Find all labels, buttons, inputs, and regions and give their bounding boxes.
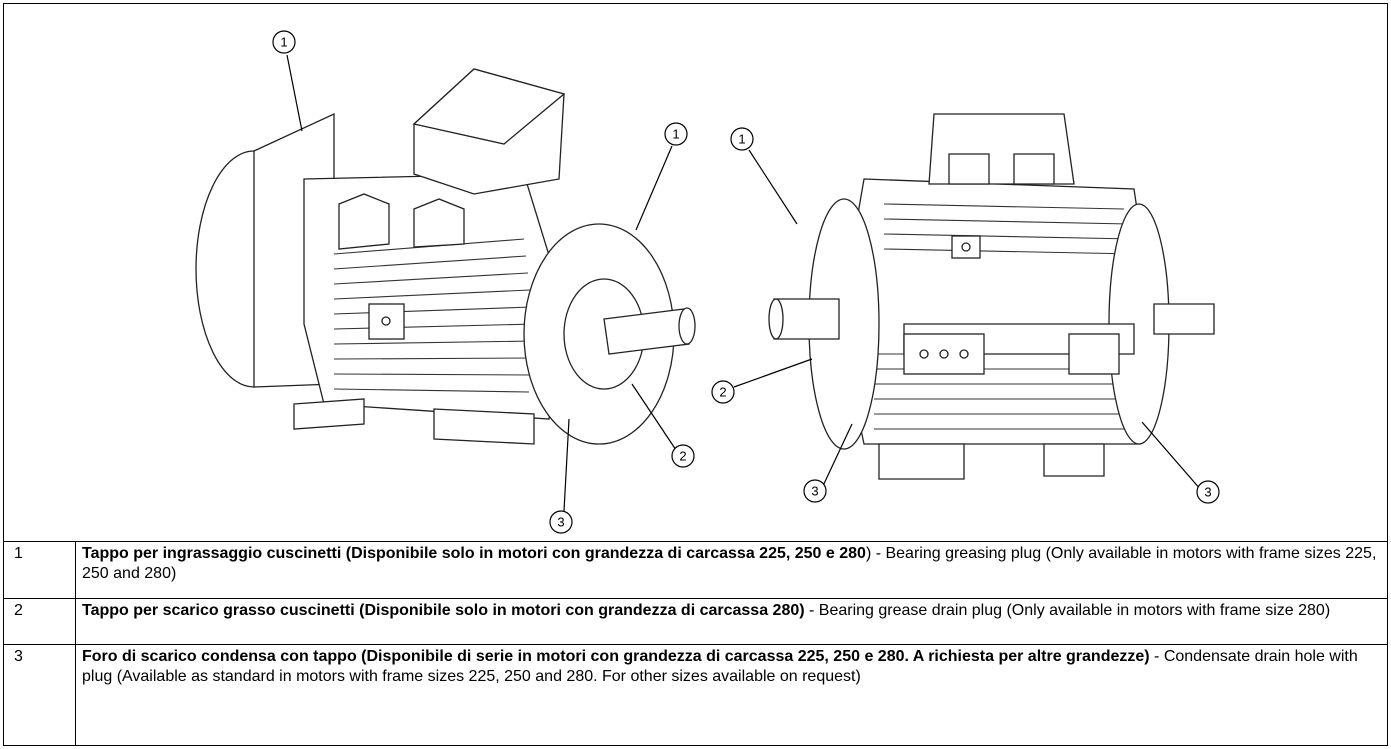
legend-description: Tappo per ingrassaggio cuscinetti (Dispo…	[76, 542, 1387, 584]
legend-english-text: - Condensate drain hole with plug (Avail…	[82, 648, 1358, 685]
callout-3-right-rear: 3	[1196, 480, 1220, 504]
callout-1-right: 1	[730, 127, 754, 151]
motor-left-drawing	[195, 68, 696, 445]
legend-italian-text: Tappo per ingrassaggio cuscinetti (Dispo…	[82, 545, 866, 562]
motor-figure-cell: 1 1 2 3 1 2 3 3	[4, 4, 1387, 542]
legend-row-1: 1 Tappo per ingrassaggio cuscinetti (Dis…	[4, 542, 1387, 599]
legend-number: 3	[4, 645, 76, 745]
legend-italian-text: Foro di scarico condensa con tappo (Disp…	[82, 648, 1150, 665]
callout-3-left: 3	[549, 510, 573, 534]
motor-right-drawing	[768, 113, 1215, 480]
svg-text:3: 3	[557, 515, 564, 530]
legend-number: 2	[4, 599, 76, 644]
svg-text:2: 2	[719, 385, 726, 400]
legend-description: Foro di scarico condensa con tappo (Disp…	[76, 645, 1387, 687]
svg-text:3: 3	[811, 484, 818, 499]
svg-text:1: 1	[280, 35, 287, 50]
callout-1-left-front: 1	[664, 122, 688, 146]
svg-text:1: 1	[672, 127, 679, 142]
motor-illustration: 1 1 2 3 1 2 3 3	[195, 30, 1220, 534]
legend-description: Tappo per scarico grasso cuscinetti (Dis…	[76, 599, 1387, 621]
callout-3-right-front: 3	[803, 479, 827, 503]
legend-row-3: 3 Foro di scarico condensa con tappo (Di…	[4, 645, 1387, 745]
callout-1-left: 1	[272, 30, 296, 54]
legend-english-text: - Bearing grease drain plug (Only availa…	[804, 602, 1331, 619]
legend-table: 1 1 2 3 1 2 3 3 1 T	[3, 3, 1388, 746]
legend-row-2: 2 Tappo per scarico grasso cuscinetti (D…	[4, 599, 1387, 645]
callout-2-right: 2	[711, 380, 735, 404]
svg-text:2: 2	[679, 449, 686, 464]
callout-2-left: 2	[671, 444, 695, 468]
svg-text:1: 1	[738, 132, 745, 147]
legend-number: 1	[4, 542, 76, 598]
legend-italian-text: Tappo per scarico grasso cuscinetti (Dis…	[82, 602, 805, 619]
legend-english-text: ) - Bearing greasing plug (Only availabl…	[82, 545, 1377, 582]
svg-text:3: 3	[1204, 485, 1211, 500]
